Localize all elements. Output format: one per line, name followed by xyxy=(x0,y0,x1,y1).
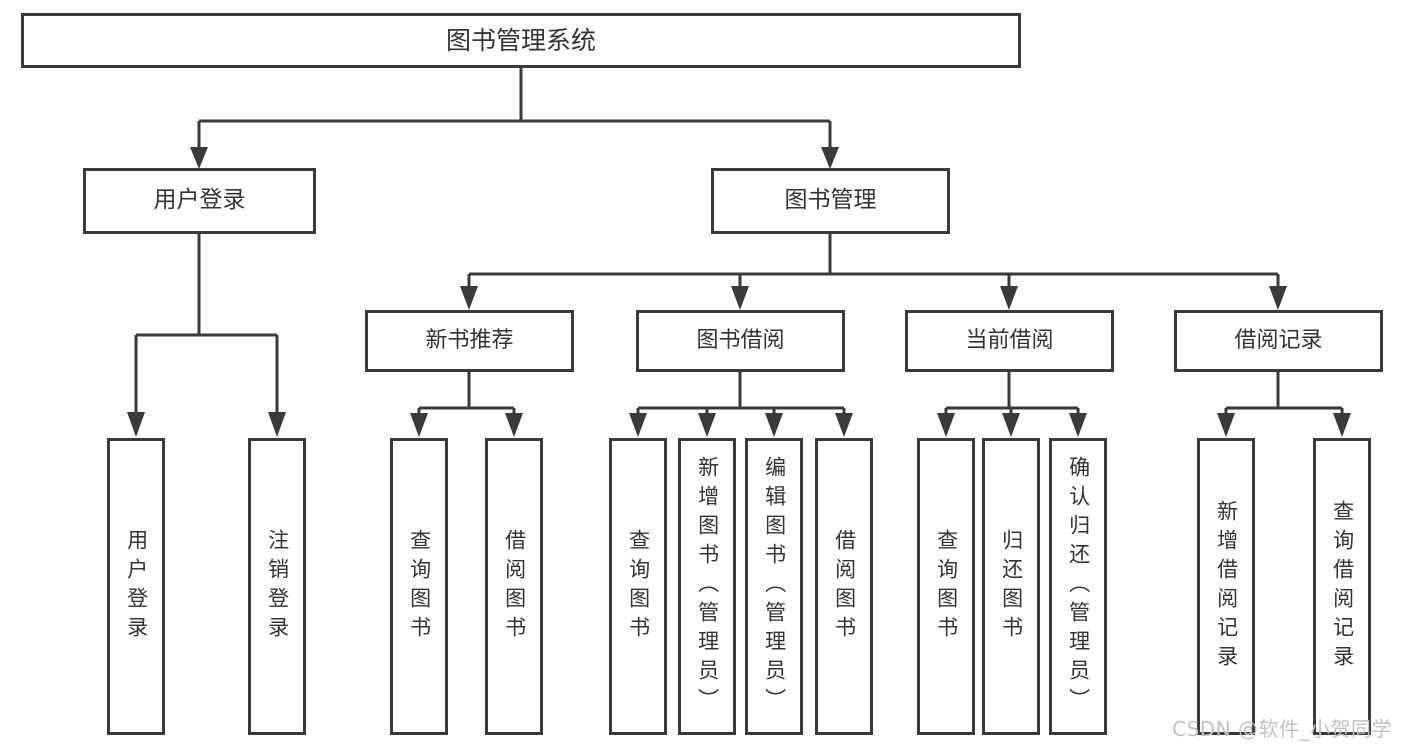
leaf-label: 编辑图书（管理员） xyxy=(762,456,787,717)
node-label: 新书推荐 xyxy=(425,327,514,353)
leaf-add-borrow-record: 新增借阅记录 xyxy=(1197,438,1255,735)
node-borrowing-records: 借阅记录 xyxy=(1174,310,1383,372)
node-library-management-system: 图书管理系统 xyxy=(21,13,1021,68)
leaf-label: 借阅图书 xyxy=(502,528,527,645)
leaf-query-books-borrowing: 查询图书 xyxy=(609,438,667,735)
leaf-add-book-admin: 新增图书（管理员） xyxy=(678,438,736,735)
leaf-label: 借阅图书 xyxy=(832,528,857,645)
node-user-login: 用户登录 xyxy=(83,168,316,234)
leaf-label: 用户登录 xyxy=(124,528,149,645)
leaf-query-borrow-record: 查询借阅记录 xyxy=(1313,438,1371,735)
leaf-borrow-books-recommend: 借阅图书 xyxy=(485,438,543,735)
leaf-label: 查询借阅记录 xyxy=(1330,499,1355,674)
node-current-borrowing: 当前借阅 xyxy=(905,310,1114,372)
node-new-book-recommendation: 新书推荐 xyxy=(365,310,574,372)
leaf-label: 新增借阅记录 xyxy=(1214,499,1239,674)
node-label: 当前借阅 xyxy=(965,327,1054,353)
leaf-label: 新增图书（管理员） xyxy=(695,456,720,717)
leaf-label: 注销登录 xyxy=(265,528,290,645)
leaf-query-books-recommend: 查询图书 xyxy=(390,438,448,735)
node-book-management: 图书管理 xyxy=(711,168,950,234)
leaf-borrow-books: 借阅图书 xyxy=(815,438,873,735)
leaf-edit-book-admin: 编辑图书（管理员） xyxy=(745,438,803,735)
leaf-return-book: 归还图书 xyxy=(982,438,1040,735)
leaf-label: 查询图书 xyxy=(626,528,651,645)
node-book-borrowing: 图书借阅 xyxy=(636,310,845,372)
leaf-label: 查询图书 xyxy=(934,528,959,645)
leaf-label: 确认归还（管理员） xyxy=(1066,456,1091,717)
leaf-label: 归还图书 xyxy=(999,528,1024,645)
leaf-label: 查询图书 xyxy=(407,528,432,645)
watermark: CSDN @软件_小贺同学 xyxy=(1172,717,1392,741)
node-label: 借阅记录 xyxy=(1234,327,1323,353)
leaf-confirm-return-admin: 确认归还（管理员） xyxy=(1049,438,1107,735)
leaf-logout: 注销登录 xyxy=(248,438,306,735)
leaf-query-books-current: 查询图书 xyxy=(917,438,975,735)
node-label: 图书管理系统 xyxy=(445,25,596,55)
leaf-user-login: 用户登录 xyxy=(107,438,165,735)
node-label: 图书借阅 xyxy=(696,327,785,353)
node-label: 图书管理 xyxy=(784,187,877,214)
node-label: 用户登录 xyxy=(153,187,246,214)
